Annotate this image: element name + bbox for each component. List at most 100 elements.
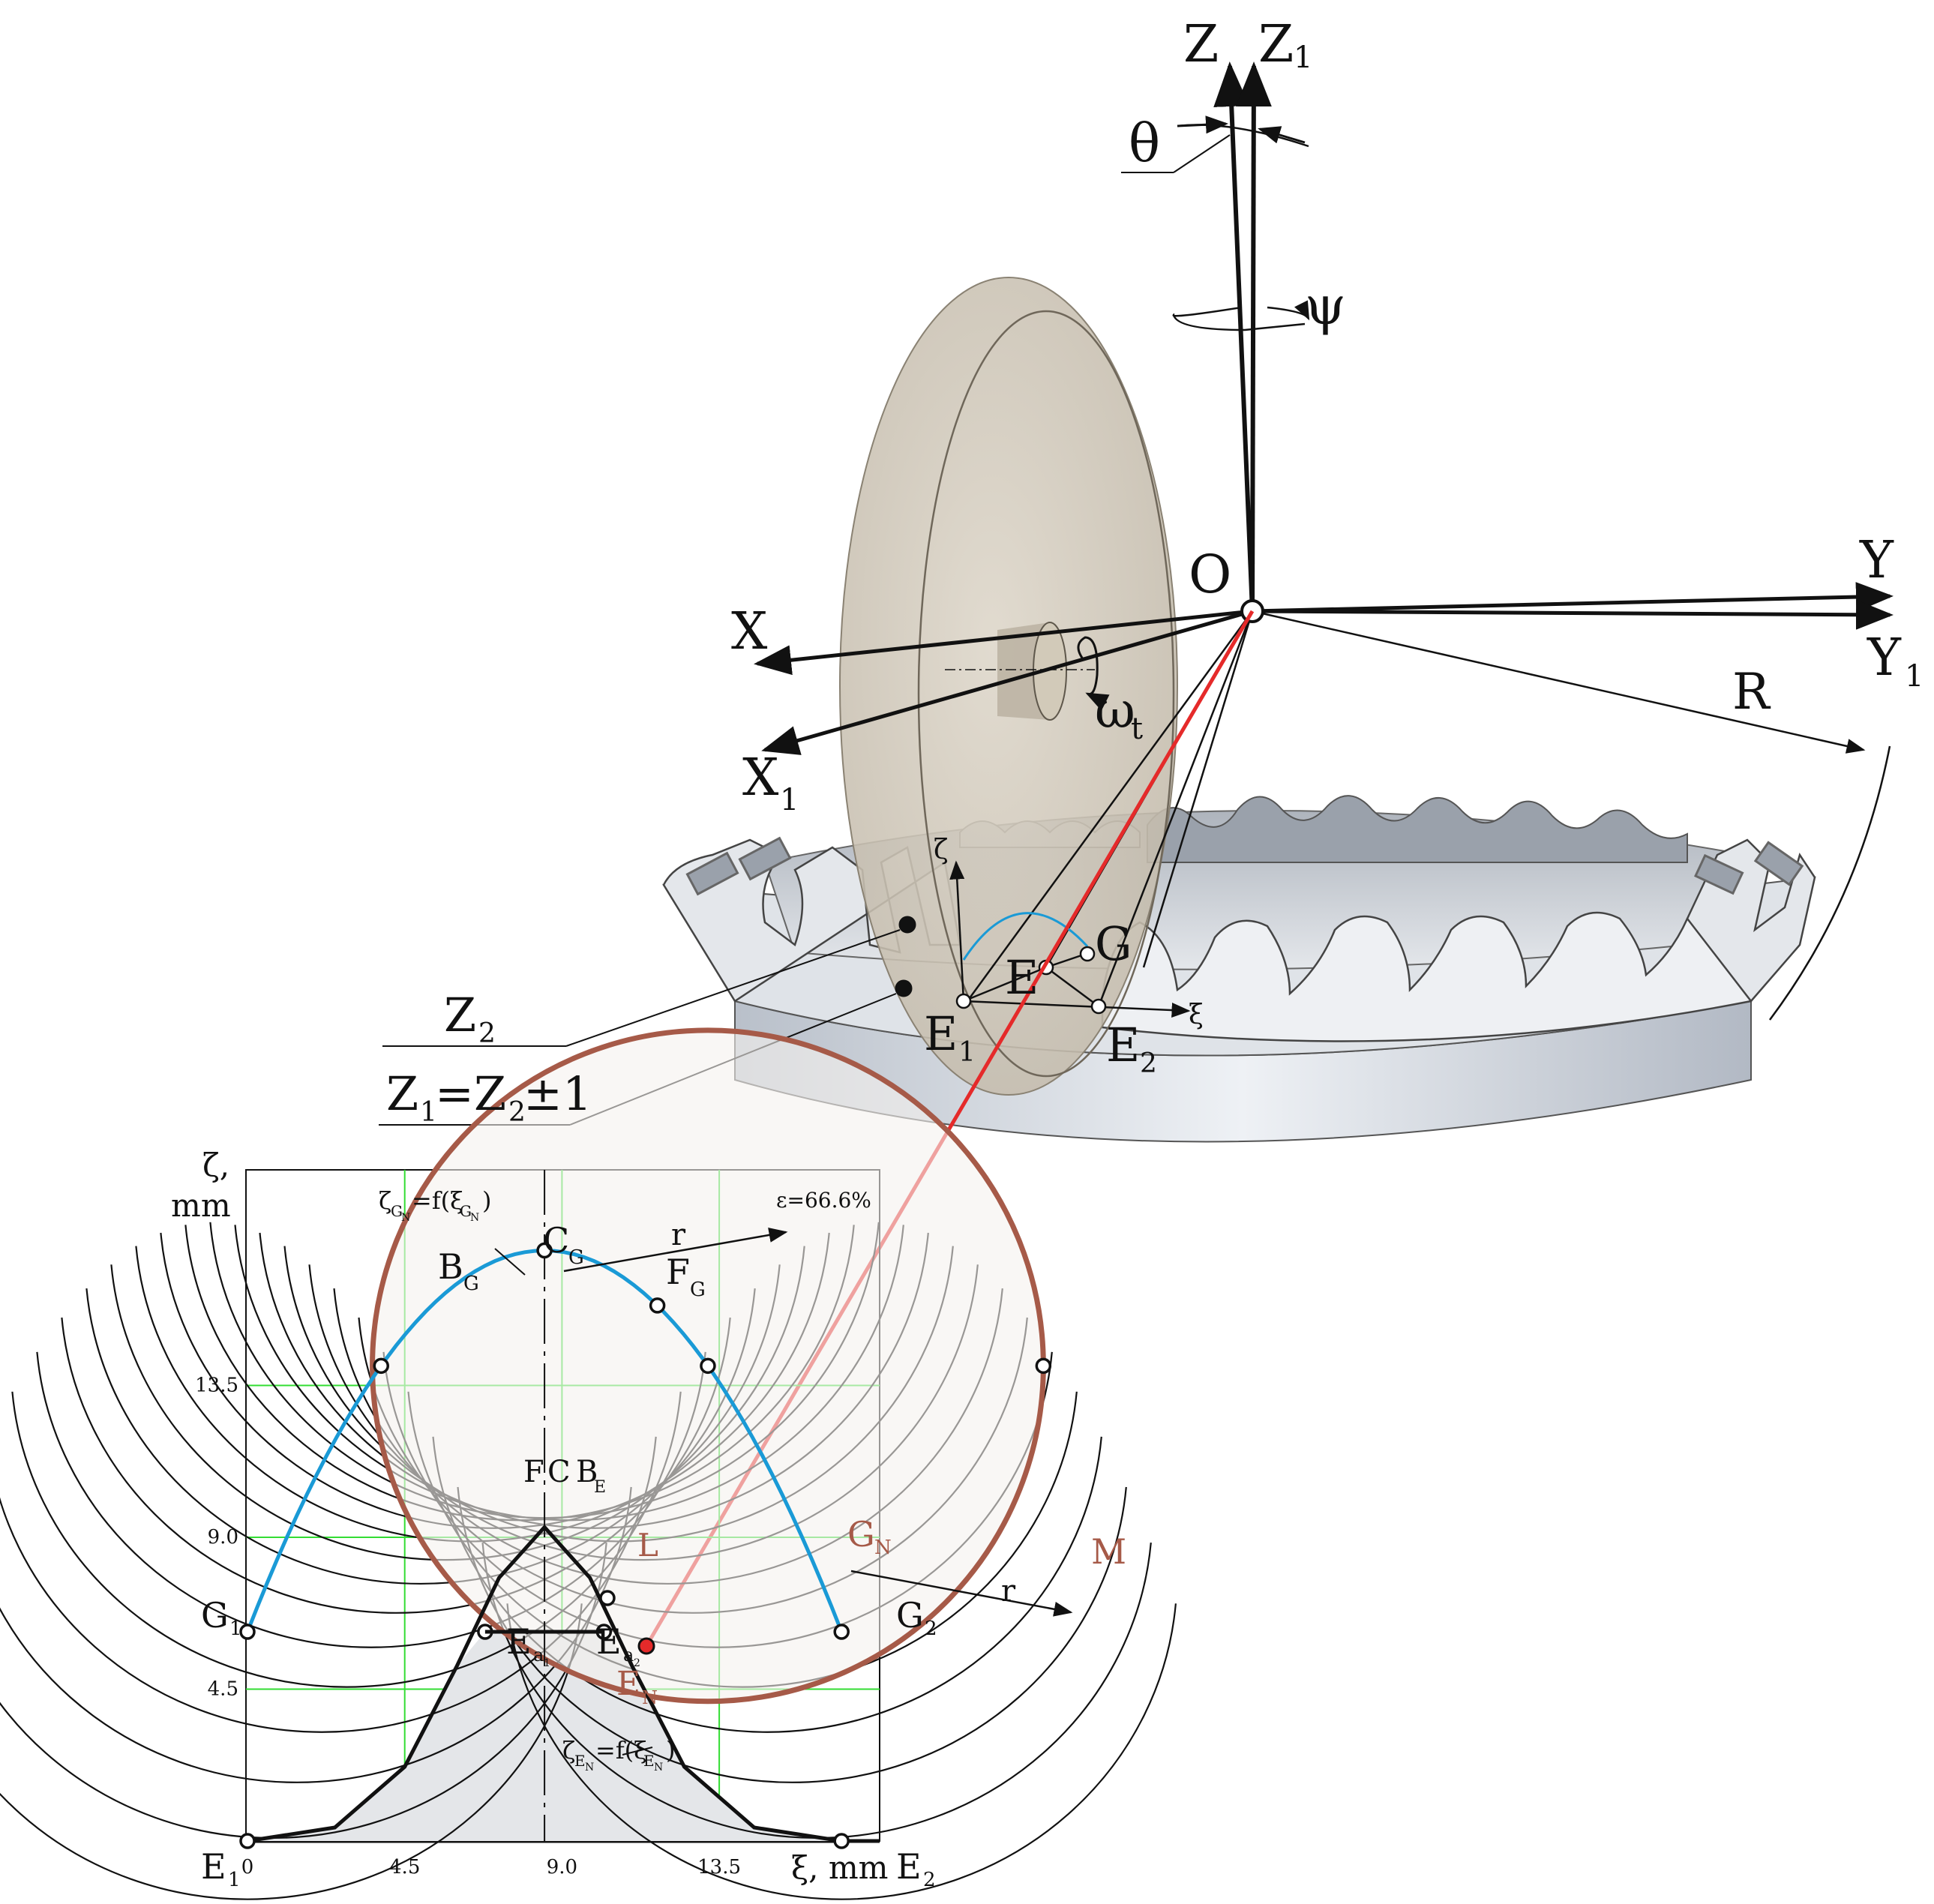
- x-tick-label: 0: [241, 1856, 254, 1879]
- label-z2: Z: [444, 988, 476, 1042]
- y-tick-label: 9.0: [208, 1526, 238, 1549]
- func-g-label-b-sub2: N: [470, 1212, 479, 1224]
- label-omega-sub: t: [1131, 712, 1143, 746]
- func-e-label-b: =f(ξ: [595, 1736, 647, 1765]
- label-z1-sub: 1: [1294, 40, 1312, 75]
- label-plot-e2: E: [896, 1846, 922, 1887]
- func-g-label-c: ): [482, 1186, 491, 1215]
- label-z1eq-sub: 1: [420, 1097, 437, 1128]
- profile-plot: [0, 1027, 1177, 1900]
- point-g2: [833, 1624, 850, 1640]
- label-fg-sub: G: [690, 1279, 706, 1301]
- point-cg: [536, 1242, 553, 1259]
- label-en: E: [616, 1665, 640, 1703]
- label-gn-sub: N: [874, 1537, 892, 1559]
- label-z2-sub: 2: [478, 1018, 496, 1049]
- label-z: Z: [1183, 15, 1219, 74]
- label-ea1: E: [506, 1621, 532, 1662]
- label-g1-sub: 1: [229, 1618, 242, 1640]
- y-tick-label: 4.5: [208, 1678, 238, 1701]
- point-en: [637, 1637, 655, 1655]
- label-z1eq-sub2: 2: [508, 1097, 526, 1128]
- label-gn: G: [847, 1514, 875, 1555]
- label-fg: F: [666, 1252, 690, 1292]
- label-ea1-sub: a: [533, 1645, 544, 1666]
- label-e1-sub: 1: [958, 1037, 976, 1068]
- label-xi-small: ξ: [1189, 1000, 1204, 1030]
- profile-fill: [247, 1632, 842, 1841]
- plot-ylabel-1: ζ,: [202, 1147, 229, 1183]
- label-m: M: [1091, 1531, 1126, 1572]
- label-z1eq-rest: =Z: [435, 1066, 506, 1121]
- label-plot-e1: E: [201, 1846, 226, 1887]
- x-tick-label: 13.5: [697, 1856, 741, 1879]
- label-ea1-sub2: 1: [544, 1657, 550, 1669]
- label-z1: Z: [1258, 15, 1294, 74]
- label-y: Y: [1859, 531, 1894, 590]
- x-tick-label: 4.5: [389, 1856, 420, 1879]
- func-g-label-a-sub: G: [391, 1202, 403, 1220]
- label-e1: E: [924, 1006, 958, 1061]
- label-ea2-sub2: 2: [634, 1657, 640, 1669]
- label-x: X: [731, 602, 768, 661]
- label-e2: E: [1106, 1018, 1140, 1072]
- label-center-f: F: [523, 1455, 544, 1489]
- func-e-label-b-sub: E: [643, 1752, 655, 1770]
- label-origin: O: [1189, 544, 1231, 605]
- func-e-label-a-sub: E: [574, 1752, 586, 1770]
- radius-arrow-lower: [850, 1570, 1073, 1617]
- label-e2-sub: 2: [1140, 1048, 1157, 1079]
- label-x1: X: [742, 748, 779, 808]
- label-center-sub: E: [594, 1478, 606, 1497]
- point-g1: [239, 1624, 256, 1640]
- label-center-c: C: [547, 1455, 571, 1489]
- radius-arrow-upper: [563, 1228, 788, 1273]
- label-r-upper: r: [671, 1218, 686, 1252]
- label-omega: ω: [1095, 682, 1135, 739]
- func-g-label-b-sub: G: [460, 1202, 472, 1220]
- label-plot-e2-sub: 2: [923, 1869, 936, 1891]
- label-g2-sub: 2: [925, 1618, 937, 1640]
- label-r-lower: r: [1001, 1574, 1016, 1609]
- label-g1: G: [201, 1595, 229, 1636]
- func-e-label-a-sub2: N: [585, 1762, 594, 1774]
- label-z1eq: Z: [386, 1066, 418, 1121]
- label-x1-sub: 1: [780, 783, 799, 817]
- label-theta: θ: [1129, 112, 1160, 174]
- func-g-label-a: ζ: [379, 1186, 391, 1215]
- wheel-arc: [0, 1603, 583, 1900]
- plot-points: [239, 1242, 1052, 1849]
- func-e-label-c: ): [666, 1736, 675, 1765]
- plot-xlabel: ξ, mm: [791, 1849, 889, 1886]
- point-e1: [239, 1833, 256, 1849]
- point-fg: [649, 1297, 666, 1314]
- label-bg-sub: G: [463, 1273, 479, 1295]
- point-bg: [373, 1357, 389, 1375]
- label-cg: C: [543, 1220, 569, 1261]
- func-g-label-a-sub2: N: [401, 1212, 410, 1224]
- label-en-sub: N: [642, 1687, 658, 1708]
- label-y1: Y: [1867, 628, 1902, 688]
- label-z1eq-tail: ±1: [523, 1066, 592, 1121]
- wheel-arc: [506, 1603, 1177, 1900]
- label-e: E: [1005, 950, 1039, 1005]
- label-g2: G: [896, 1595, 924, 1636]
- grinding-wheel: [839, 277, 1178, 1096]
- point-e2: [833, 1833, 850, 1849]
- label-center-b: B: [576, 1455, 598, 1489]
- func-e-label-a: ζ: [562, 1736, 575, 1765]
- label-bg: B: [438, 1246, 463, 1287]
- label-ea2-sub: a: [623, 1645, 634, 1666]
- plot-epsilon: ε=66.6%: [776, 1188, 871, 1213]
- func-g-label-b: =f(ξ: [412, 1186, 463, 1215]
- label-cg-sub: G: [568, 1246, 584, 1269]
- label-y1-sub: 1: [1905, 659, 1924, 694]
- label-zeta-small: ζ: [934, 835, 949, 865]
- label-psi: ψ: [1305, 275, 1346, 337]
- label-ea2: E: [596, 1621, 622, 1662]
- point-gn: [700, 1357, 716, 1375]
- x-tick-label: 9.0: [547, 1856, 577, 1879]
- y-tick-label: 13.5: [195, 1375, 238, 1397]
